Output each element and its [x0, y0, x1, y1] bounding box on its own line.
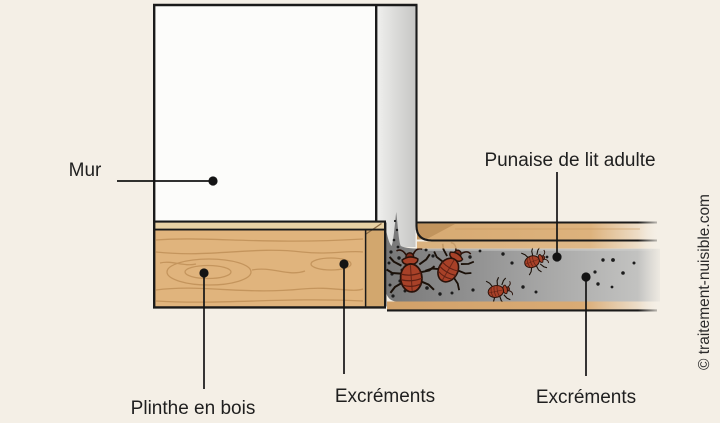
wall [155, 6, 375, 222]
dropping-dot [424, 248, 428, 252]
label-mur: Mur [69, 160, 102, 181]
baseboard-top-strip [154, 222, 385, 230]
leader-lines [117, 172, 591, 389]
dropping-dot [545, 255, 549, 259]
top-board-miter-shade [417, 224, 455, 240]
dropping-dot [391, 294, 395, 298]
baseboard-face [154, 230, 365, 307]
dropping-dot [392, 238, 396, 242]
leader-excrements-left-dot [339, 259, 349, 269]
dropping-dot [389, 250, 393, 254]
dropping-dot [501, 252, 505, 256]
dropping-dot [468, 255, 472, 259]
top-board [417, 223, 658, 240]
leader-punaise-dot [552, 252, 562, 262]
wood-grain [155, 238, 364, 303]
dropping-dot [425, 286, 429, 290]
dropping-dot [438, 292, 442, 296]
dropping-dot [396, 245, 400, 249]
leader-plinthe-dot [199, 268, 209, 278]
dropping-dot [596, 282, 600, 286]
dropping-dot [534, 290, 538, 294]
label-plinthe-en-bois: Plinthe en bois [131, 398, 256, 419]
dropping-dot [478, 249, 482, 253]
outlines [153, 3, 657, 312]
dropping-dot [395, 228, 399, 232]
dropping-dot [393, 219, 397, 223]
dropping-dot [388, 283, 392, 287]
label-excrements-right: Excréments [536, 387, 636, 408]
label-punaise-de-lit-adulte: Punaise de lit adulte [484, 150, 655, 171]
dropping-dot [601, 258, 605, 262]
dropping-dot [521, 285, 525, 289]
dropping-dot [387, 261, 391, 265]
baseboard-end-edge [366, 230, 385, 307]
label-excrements-left: Excréments [335, 386, 435, 407]
wall-gap [377, 6, 416, 247]
dropping-dot [450, 291, 454, 295]
droppings-group [387, 219, 636, 298]
top-board-inner-strip [417, 241, 658, 249]
dropping-dot [632, 261, 636, 265]
right-edge-fade [638, 214, 664, 317]
watermark-text: © traitement-nuisible.com [696, 194, 713, 370]
dropping-dot [593, 270, 597, 274]
dropping-dot [471, 288, 475, 292]
dropping-dot [621, 271, 625, 275]
leader-mur-dot [208, 176, 218, 186]
leader-excrements-right-dot [581, 272, 591, 282]
dropping-dot [611, 258, 615, 262]
dropping-dot [431, 254, 435, 258]
dropping-dot [610, 285, 614, 289]
bottom-board [387, 301, 658, 310]
dropping-dot [510, 261, 514, 265]
dropping-dot [397, 256, 401, 260]
